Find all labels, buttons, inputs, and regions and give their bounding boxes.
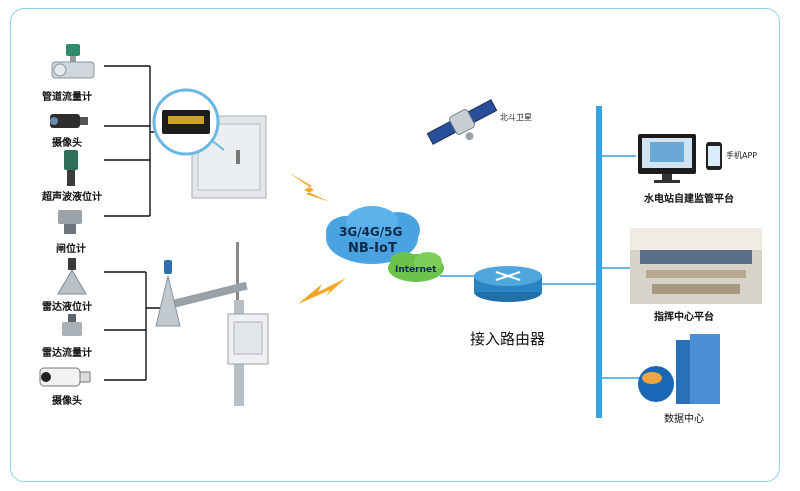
data-center-label: 数据中心 [664,414,704,425]
radar-flow-icon [62,314,82,336]
internet-label: Internet [395,265,437,275]
command-center-image [630,228,762,304]
satellite-label: 北斗卫星 [500,113,532,122]
radar-flow-label: 雷达流量计 [42,348,92,359]
satellite-icon [426,99,498,145]
radar-level-icon [57,258,87,295]
pipe-flowmeter-label: 管道流量计 [42,92,92,103]
phone-icon [706,142,722,170]
data-center-server-icon [638,334,720,404]
camera-bottom-label: 摄像头 [52,396,82,407]
gate-meter-icon [58,210,82,234]
wireless-signal-icon-lower [298,278,346,304]
sensor-bracket-lower [104,271,168,381]
camera-icon-bottom [39,367,91,387]
network-backbone [596,106,602,418]
internet-cloud [388,252,444,282]
camera-icon-top [50,114,88,128]
camera-top-label: 摄像头 [52,138,82,149]
monitoring-station-pole [155,242,269,406]
ultrasonic-level-label: 超声波液位计 [42,192,102,203]
monitor-icon [638,134,696,183]
router-icon [474,266,542,302]
router-label: 接入路由器 [470,330,546,348]
command-center-label: 指挥中心平台 [654,312,714,323]
gate-meter-label: 闸位计 [56,244,86,255]
data-terminal-cabinet [191,115,267,199]
cellular-label-line2: NB-IoT [348,241,397,256]
terminal-zoom-bubble [152,88,225,156]
pipe-flowmeter-icon [51,44,95,79]
hydro-station-platform-label: 水电站自建监管平台 [644,194,734,205]
cellular-label-line1: 3G/4G/5G [339,225,402,239]
cellular-cloud [326,206,420,264]
wireless-signal-icon-upper [288,172,330,202]
radar-level-label: 雷达液位计 [42,302,92,313]
ultrasonic-level-icon [64,150,78,186]
mobile-app-label: 手机APP [726,151,758,160]
